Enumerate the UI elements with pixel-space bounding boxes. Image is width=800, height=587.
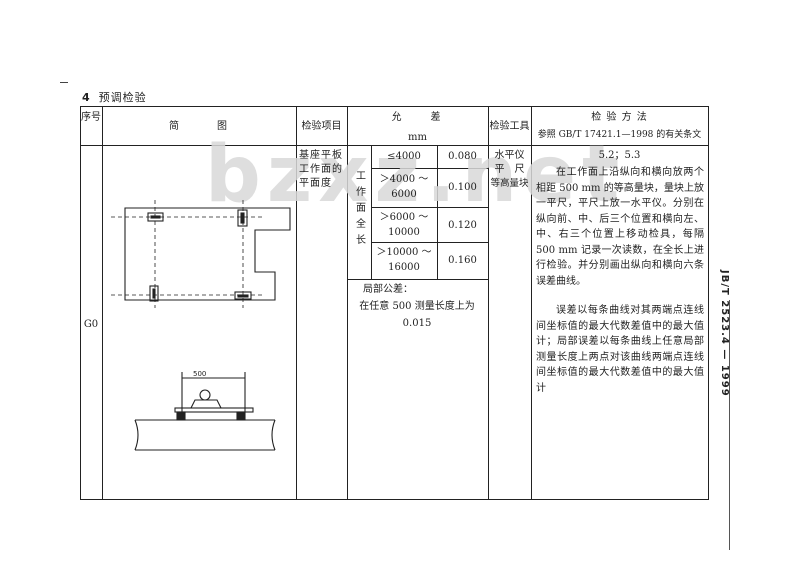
- tool-1: 水平仪: [494, 150, 525, 161]
- header-seq: 序号: [81, 112, 101, 123]
- gauge-block-3: [149, 285, 159, 302]
- value-4: 0.160: [448, 255, 477, 266]
- range-4: ＞10000 ～16000: [376, 247, 432, 273]
- range-1: ≤4000: [387, 151, 421, 162]
- row-seq: G0: [83, 319, 99, 330]
- method-paragraph-1: 在工作面上沿纵向和横向放两个相距 500 mm 的等高量块，量块上放一平尺，平尺…: [536, 167, 704, 287]
- col-line-4: [488, 106, 489, 500]
- header-tool: 检验工具: [489, 121, 530, 132]
- tools-list: 水平仪 平 尺 等高量块: [488, 149, 531, 191]
- gauge-block-right: [236, 411, 246, 421]
- tool-2: 平 尺: [494, 164, 525, 175]
- tool-3: 等高量块: [490, 178, 529, 189]
- base-section-edges: [135, 419, 275, 451]
- section-number: 4: [82, 91, 91, 104]
- value-3: 0.120: [448, 220, 477, 231]
- watermark: bzxz.net: [205, 130, 626, 220]
- base-plate-outline: [124, 207, 291, 301]
- local-tolerance-text: 在任意 500 测量长度上为 0.015: [359, 301, 475, 329]
- tol-grid-h2: [371, 207, 488, 208]
- row-range-label: 工作面全长: [353, 170, 365, 250]
- spirit-level: [190, 399, 222, 409]
- value-2: 0.100: [448, 182, 477, 193]
- margin-dash: [60, 82, 68, 83]
- range-2: ＞4000 ～6000: [379, 174, 429, 200]
- header-diagram: 简 图: [169, 121, 229, 132]
- dimension-label: 500: [193, 370, 206, 378]
- section-heading: 4 预调检验: [82, 89, 147, 105]
- col-line-6: [708, 106, 709, 500]
- gauge-block-2: [237, 209, 248, 227]
- section-title: 预调检验: [98, 91, 147, 104]
- break-lines: [134, 419, 276, 451]
- tol-grid-v2: [437, 145, 438, 279]
- gauge-block-1: [147, 212, 164, 222]
- level-knob: [199, 389, 211, 401]
- standard-code: JB/T 2523.4 — 1999: [719, 270, 730, 397]
- header-item: 检验项目: [301, 121, 342, 132]
- gauge-block-left: [176, 411, 186, 421]
- binding-edge-line: [729, 300, 730, 550]
- col-line-2: [296, 106, 297, 500]
- tol-grid-h3: [371, 242, 488, 243]
- table-bottom-border: [80, 499, 708, 500]
- local-tolerance-title: 局部公差：: [363, 284, 413, 295]
- header-method: 检 验 方 法: [591, 112, 648, 123]
- tol-grid-h1: [371, 168, 488, 169]
- header-bottom-border: [80, 145, 708, 146]
- header-method-ref: 参照 GB/T 17421.1—1998 的有关条文: [537, 130, 702, 140]
- method-paragraph-2: 误差以每条曲线对其两端点连线间坐标值的最大代数差值中的最大值计；局部误差以每条曲…: [536, 305, 704, 394]
- col-line-3: [347, 106, 348, 500]
- header-tolerance-unit: mm: [408, 132, 427, 143]
- gauge-block-4: [234, 291, 252, 300]
- tol-grid-h4: [347, 279, 488, 280]
- col-line-0: [80, 106, 81, 500]
- col-line-1: [102, 106, 103, 500]
- value-1: 0.080: [448, 151, 477, 162]
- header-tolerance: 允 差: [391, 112, 444, 123]
- range-3: ＞6000 ～10000: [379, 212, 429, 238]
- method-clause: 5.2；5.3: [598, 150, 641, 161]
- straight-edge: [174, 407, 254, 413]
- tol-grid-v1: [371, 145, 372, 279]
- row-item: 基座平板工作面的平面度: [299, 150, 343, 189]
- inspection-diagram: 500: [111, 200, 291, 451]
- col-line-5: [531, 106, 532, 500]
- table-top-border: [80, 106, 708, 107]
